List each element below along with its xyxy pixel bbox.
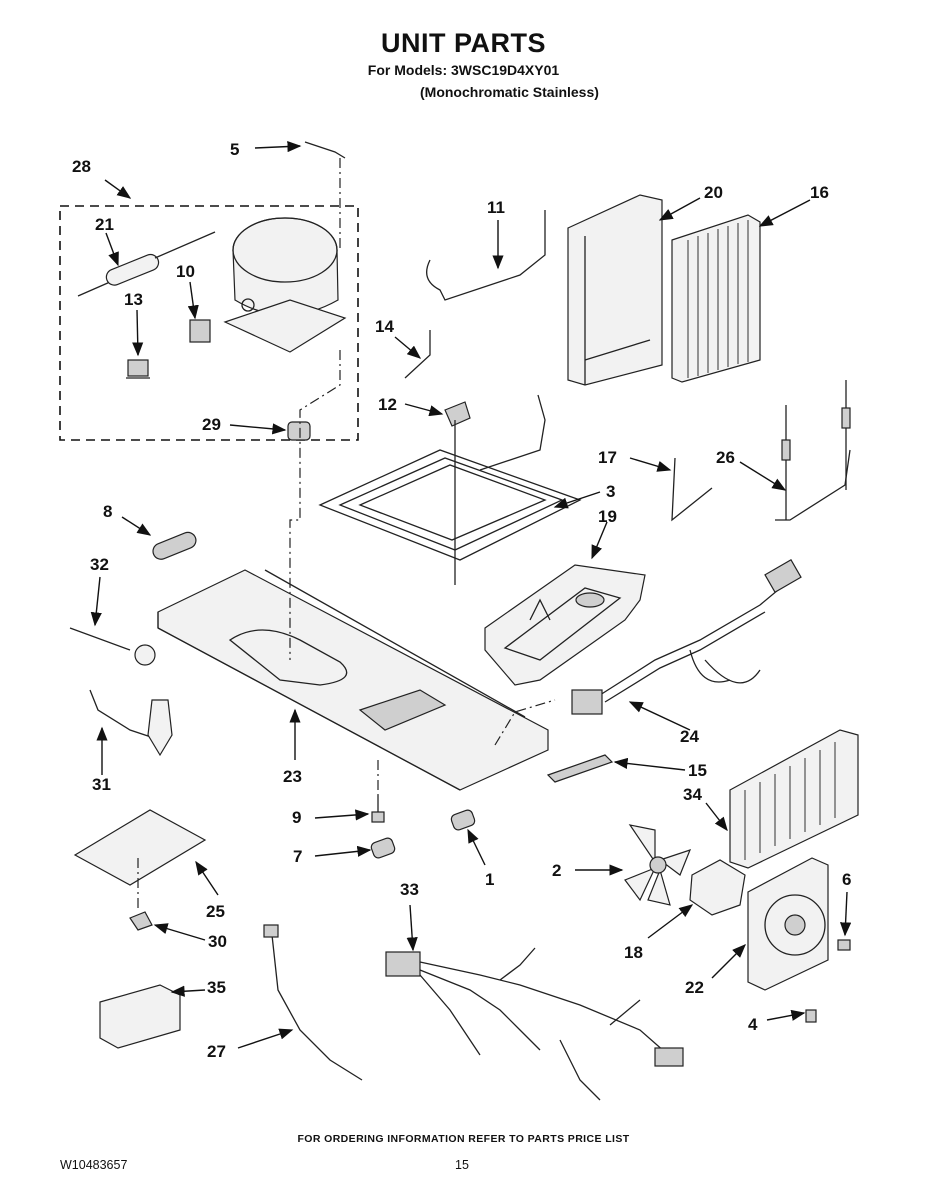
callout-9: 9 bbox=[292, 808, 301, 827]
part-18-fan-motor bbox=[689, 859, 746, 916]
callout-1: 1 bbox=[485, 870, 494, 889]
callout-13: 13 bbox=[124, 290, 143, 309]
callout-22: 22 bbox=[685, 978, 704, 997]
models-line: For Models: 3WSC19D4XY01 bbox=[367, 62, 560, 78]
page-number: 15 bbox=[455, 1158, 469, 1172]
callout-11: 11 bbox=[487, 198, 505, 217]
part-23-base-pan bbox=[157, 569, 549, 791]
part-1-spacer bbox=[450, 809, 476, 831]
part-29-grommet bbox=[287, 421, 311, 441]
part-20-housing bbox=[567, 194, 663, 386]
part-4-screw bbox=[805, 1009, 817, 1023]
part-11-tube bbox=[426, 210, 546, 301]
part-24-harness bbox=[571, 559, 802, 715]
part-35-module bbox=[99, 984, 181, 1049]
part-compressor bbox=[223, 217, 347, 353]
callout-5: 5 bbox=[230, 140, 239, 159]
document-number: W10483657 bbox=[60, 1158, 128, 1172]
callout-3: 3 bbox=[606, 482, 615, 501]
callout-29: 29 bbox=[202, 415, 221, 434]
part-5-clip bbox=[304, 141, 346, 159]
part-27-tube bbox=[263, 924, 363, 1081]
callout-20: 20 bbox=[704, 183, 723, 202]
callout-12: 12 bbox=[378, 395, 397, 414]
part-16-evaporator bbox=[671, 214, 761, 383]
callout-21: 21 bbox=[95, 215, 114, 234]
part-3-heater bbox=[318, 394, 582, 585]
part-30-clip bbox=[129, 911, 153, 931]
part-26-tube bbox=[775, 380, 851, 521]
callout-17: 17 bbox=[598, 448, 617, 467]
part-7-spacer bbox=[370, 837, 396, 859]
callout-32: 32 bbox=[90, 555, 109, 574]
part-22-shroud bbox=[747, 857, 829, 991]
callout-2: 2 bbox=[552, 861, 561, 880]
callout-15: 15 bbox=[688, 761, 707, 780]
part-19-drain-pan bbox=[484, 564, 646, 686]
callout-24: 24 bbox=[680, 727, 699, 746]
part-10-relay bbox=[189, 319, 211, 343]
finish-line: (Monochromatic Stainless) bbox=[420, 84, 599, 100]
callout-7: 7 bbox=[293, 847, 302, 866]
callout-10: 10 bbox=[176, 262, 195, 281]
callout-31: 31 bbox=[92, 775, 111, 794]
part-12-clip bbox=[444, 401, 471, 427]
callout-35: 35 bbox=[207, 978, 226, 997]
part-14-tube bbox=[404, 330, 431, 379]
callout-18: 18 bbox=[624, 943, 643, 962]
page-title: UNIT PARTS bbox=[381, 28, 546, 58]
callout-26: 26 bbox=[716, 448, 735, 467]
callout-28: 28 bbox=[72, 157, 91, 176]
part-33-harness bbox=[385, 947, 684, 1101]
callout-23: 23 bbox=[283, 767, 302, 786]
callout-34: 34 bbox=[683, 785, 702, 804]
part-21-drier bbox=[77, 231, 216, 297]
part-34-condenser bbox=[729, 729, 859, 869]
part-32-sensor bbox=[69, 627, 156, 666]
callout-14: 14 bbox=[375, 317, 394, 336]
part-6-screw bbox=[837, 939, 851, 951]
part-13-overload bbox=[126, 359, 150, 379]
part-2-fan-blade bbox=[624, 824, 692, 906]
callout-25: 25 bbox=[206, 902, 225, 921]
part-8-tube bbox=[152, 531, 197, 560]
callout-33: 33 bbox=[400, 880, 419, 899]
callout-19: 19 bbox=[598, 507, 617, 526]
part-17-wire bbox=[671, 457, 713, 522]
callout-30: 30 bbox=[208, 932, 227, 951]
part-31-probe bbox=[89, 689, 173, 757]
callout-16: 16 bbox=[810, 183, 829, 202]
part-9-screw bbox=[371, 795, 385, 823]
callout-27: 27 bbox=[207, 1042, 226, 1061]
compressor-kit-box bbox=[59, 205, 359, 441]
part-25-plate bbox=[73, 809, 207, 886]
callout-4: 4 bbox=[748, 1015, 758, 1034]
part-15-tie bbox=[546, 754, 614, 783]
ordering-note: FOR ORDERING INFORMATION REFER TO PARTS … bbox=[297, 1133, 630, 1145]
callout-6: 6 bbox=[842, 870, 851, 889]
callout-8: 8 bbox=[103, 502, 112, 521]
